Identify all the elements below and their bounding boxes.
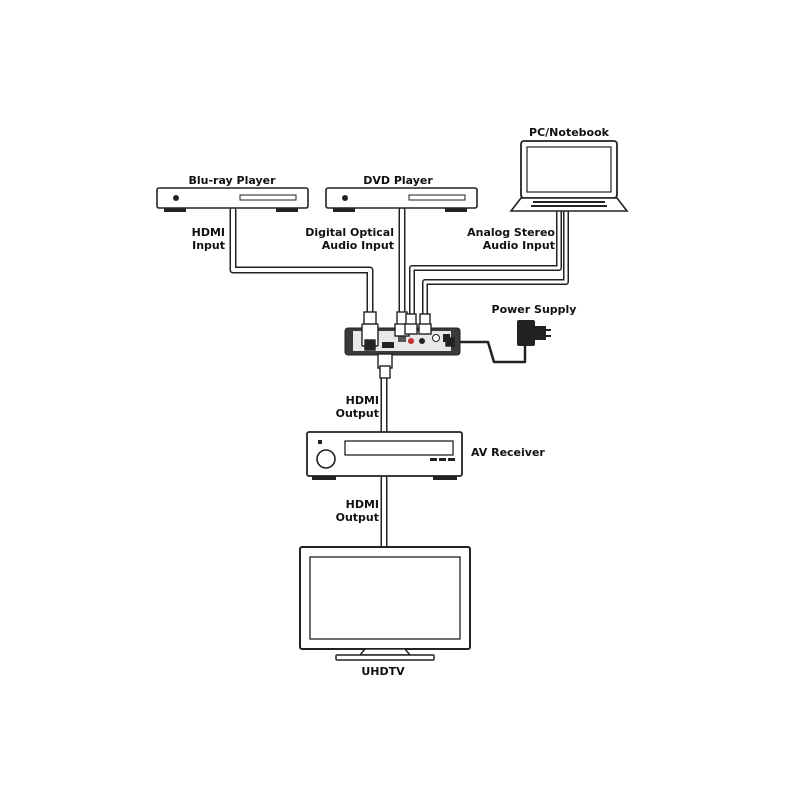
power-supply-label: Power Supply: [491, 303, 577, 316]
optical-input-label-line1: Digital Optical: [305, 226, 394, 239]
analog-audio-cable: [409, 209, 569, 321]
optical-input-label: Digital Optical Audio Input: [305, 226, 394, 252]
hdmi-input-label-line1: HDMI: [191, 226, 225, 239]
dvd-player-device: [325, 187, 478, 212]
hdmi-output-1-line1: HDMI: [345, 394, 379, 407]
optical-port: [398, 334, 406, 342]
uhdtv-device: [299, 546, 471, 661]
pc-notebook-device: [509, 140, 629, 212]
bluray-player-device: [156, 187, 309, 212]
analog-input-label-line2: Audio Input: [482, 239, 555, 252]
power-cable: [450, 340, 527, 364]
optical-input-label-line2: Audio Input: [321, 239, 394, 252]
hdmi-output-2-line2: Output: [335, 511, 379, 524]
keyboard-icon: [531, 201, 607, 207]
cables: [229, 206, 569, 551]
hdmi-output-2-line1: HDMI: [345, 498, 379, 511]
hdmi-input-label-line2: Input: [192, 239, 225, 252]
av-receiver-label: AV Receiver: [471, 446, 545, 459]
av-receiver-device: [306, 431, 463, 480]
rca-left-port: [408, 338, 414, 344]
hdmi-out-port: [382, 342, 394, 348]
analog-input-label-line1: Analog Stereo: [467, 226, 555, 239]
bluray-player-label: Blu-ray Player: [188, 174, 276, 187]
power-supply-device: [517, 320, 551, 346]
power-port: [432, 334, 440, 342]
pc-notebook-label: PC/Notebook: [529, 126, 609, 139]
hdmi-output-label-1: HDMI Output: [336, 394, 379, 420]
uhdtv-label: UHDTV: [361, 665, 405, 678]
hdmi-output-label-2: HDMI Output: [336, 498, 379, 524]
rca-right-port: [419, 338, 425, 344]
hdmi-output-1-line2: Output: [335, 407, 379, 420]
connectors: [361, 311, 455, 379]
hdmi-input-label: HDMI Input: [192, 226, 225, 252]
dvd-player-label: DVD Player: [363, 174, 433, 187]
analog-input-label: Analog Stereo Audio Input: [467, 226, 555, 252]
hdmi-input-cable: [229, 206, 374, 322]
